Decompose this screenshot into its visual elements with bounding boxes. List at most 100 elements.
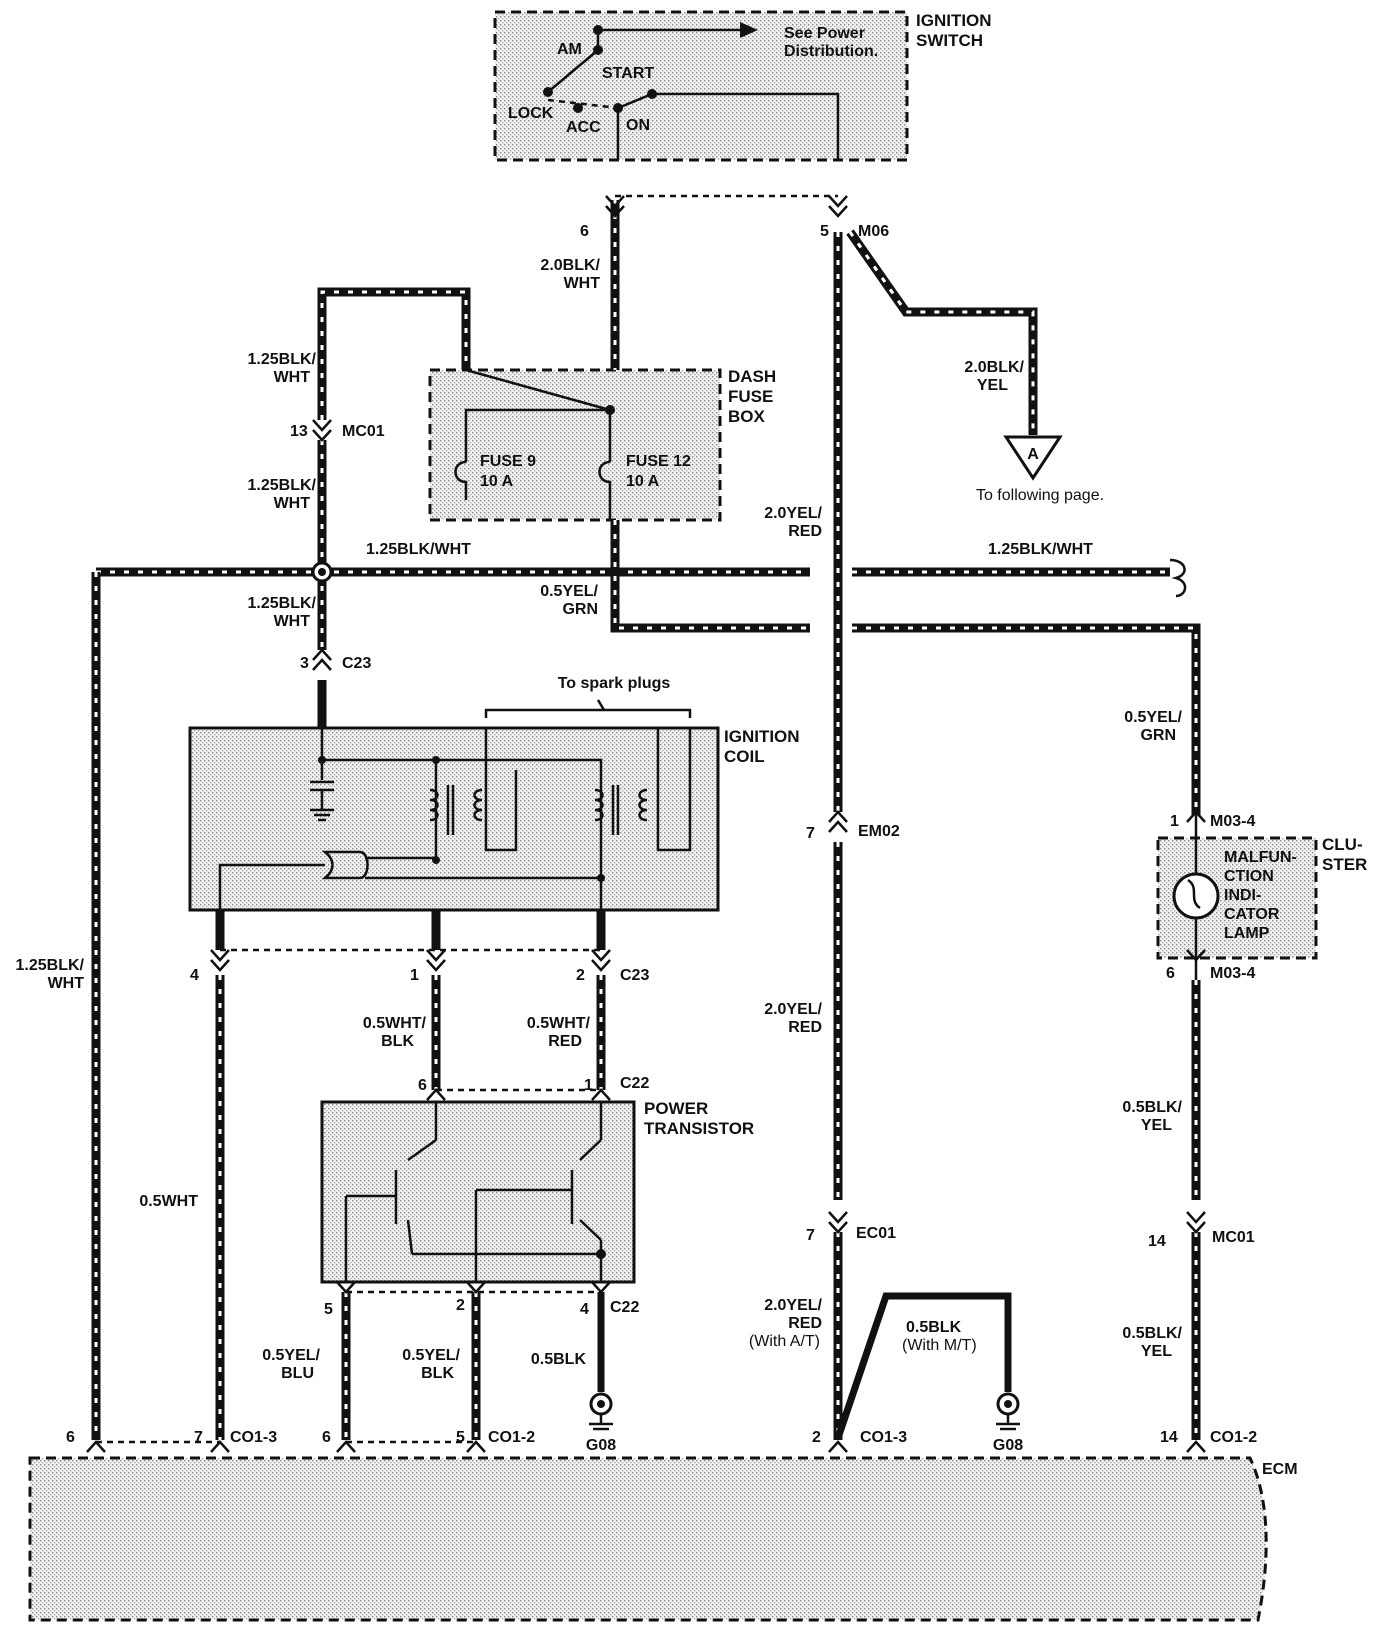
pin-5-c22: 5 [324, 1301, 333, 1318]
wire-05blkyel-a1: 0.5BLK/ [1122, 1099, 1182, 1116]
wire-20yelred-c3: (With A/T) [749, 1333, 820, 1350]
ground-g08-left: G08 [586, 1437, 616, 1454]
spark-plugs-note: To spark plugs [558, 675, 671, 692]
mil-lamp-symbol [1172, 815, 1220, 980]
pin-7-em02: 7 [806, 825, 815, 842]
pin-5-top: 5 [820, 223, 829, 240]
connector-mc01-bottom: MC01 [1212, 1229, 1255, 1246]
pin-2-c22: 2 [456, 1297, 465, 1314]
ignition-switch-contacts [543, 22, 840, 160]
wire-125-d1: 1.25BLK/ [16, 957, 85, 974]
connector-c23-bottom: C23 [620, 967, 649, 984]
coil-internals [218, 699, 692, 910]
connector-c22-top: C22 [620, 1075, 649, 1092]
pin-1-c23: 1 [410, 967, 419, 984]
wire-05yelgrn-a2: GRN [562, 601, 598, 618]
wire-125-a2: WHT [274, 369, 311, 386]
wire-05whtred-1: 0.5WHT/ [527, 1015, 591, 1032]
wire-05blkyel-b2: YEL [1141, 1343, 1172, 1360]
offpage-symbol: A [1027, 446, 1039, 463]
transistor-title-1: POWER [644, 1099, 708, 1118]
pin-2-c23: 2 [576, 967, 585, 984]
pin-6-ecm-b: 6 [322, 1429, 331, 1446]
switch-on: ON [626, 117, 650, 134]
switch-start: START [602, 65, 654, 82]
wire-05yelblk-2: BLK [421, 1365, 454, 1382]
wire-20blkwht-1: 2.0BLK/ [540, 257, 600, 274]
wire-05blk-mt-2: (With M/T) [902, 1337, 977, 1354]
wire-125-c2: WHT [274, 613, 311, 630]
pin-6-m03: 6 [1166, 965, 1175, 982]
wire-125-horizontal-2: 1.25BLK/WHT [988, 541, 1093, 558]
connector-m03-4-top: M03-4 [1210, 813, 1255, 830]
connector-m06: M06 [858, 223, 889, 240]
connector-ec01: EC01 [856, 1225, 896, 1242]
fuse9-label-2: 10 A [480, 473, 514, 490]
wire-20yelred-a1: 2.0YEL/ [764, 505, 822, 522]
ground-symbol-right [996, 1392, 1020, 1431]
wire-05yelgrn-b1: 0.5YEL/ [1124, 709, 1182, 726]
coil-title-2: COIL [724, 747, 765, 766]
wire-05whtred-2: RED [548, 1033, 582, 1050]
connector-co1-2-left: CO1-2 [488, 1429, 535, 1446]
ground-g08-right: G08 [993, 1437, 1023, 1454]
ecm-box [28, 1456, 1268, 1622]
transistor-internals [344, 1102, 606, 1282]
wire-20yelred-b1: 2.0YEL/ [764, 1001, 822, 1018]
pin-6-c22: 6 [418, 1077, 427, 1094]
wire-20yelred-a2: RED [788, 523, 822, 540]
power-note-2: Distribution. [784, 43, 878, 60]
connector-co1-2-right: CO1-2 [1210, 1429, 1257, 1446]
pin-6-top: 6 [580, 223, 589, 240]
ground-symbol-left [589, 1392, 613, 1431]
wire-125-a1: 1.25BLK/ [248, 351, 317, 368]
connector-em02: EM02 [858, 823, 900, 840]
ignition-switch-title-2: SWITCH [916, 31, 983, 50]
pin-1-c22: 1 [584, 1077, 593, 1094]
fusebox-title-1: DASH [728, 367, 776, 386]
fuse-internals [454, 368, 615, 520]
cluster-title-2: STER [1322, 855, 1367, 874]
transistor-title-2: TRANSISTOR [644, 1119, 754, 1138]
wire-05yelblu-1: 0.5YEL/ [262, 1347, 320, 1364]
wire-05blk-mt-1: 0.5BLK [906, 1319, 962, 1336]
wire-20yelred-c1: 2.0YEL/ [764, 1297, 822, 1314]
connector-symbols [86, 194, 1206, 1453]
wire-05yelblk-1: 0.5YEL/ [402, 1347, 460, 1364]
wire-20blkwht-2: WHT [564, 275, 601, 292]
wire-125-horizontal-1: 1.25BLK/WHT [366, 541, 471, 558]
dash-fuse-box [428, 368, 722, 522]
fusebox-title-3: BOX [728, 407, 766, 426]
wire-05yelgrn-b2: GRN [1140, 727, 1176, 744]
power-transistor-box [320, 1100, 636, 1284]
fuse12-label-2: 10 A [626, 473, 660, 490]
switch-acc: ACC [566, 119, 601, 136]
connector-co1-3-left: CO1-3 [230, 1429, 277, 1446]
connector-mc01-top: MC01 [342, 423, 385, 440]
wire-05wht: 0.5WHT [139, 1193, 198, 1210]
pin-4-c22: 4 [580, 1301, 589, 1318]
pin-14-mc01: 14 [1148, 1233, 1166, 1250]
fuse12-label-1: FUSE 12 [626, 453, 691, 470]
pin-5-ecm: 5 [456, 1429, 465, 1446]
pin-2-ecm: 2 [812, 1429, 821, 1446]
wire-20yelred-b2: RED [788, 1019, 822, 1036]
wire-05yelblu-2: BLU [281, 1365, 314, 1382]
power-note-1: See Power [784, 25, 865, 42]
wire-20blkyel-2: YEL [977, 377, 1008, 394]
switch-lock: LOCK [508, 105, 554, 122]
wire-05blk: 0.5BLK [531, 1351, 587, 1368]
pin-14-ecm: 14 [1160, 1429, 1178, 1446]
wire-05whtblk-2: BLK [381, 1033, 414, 1050]
ecm-title: ECM [1262, 1461, 1298, 1478]
wire-05blkyel-a2: YEL [1141, 1117, 1172, 1134]
wire-05whtblk-1: 0.5WHT/ [363, 1015, 427, 1032]
cluster-title-1: CLU- [1322, 835, 1363, 854]
pin-1-m03: 1 [1170, 813, 1179, 830]
connector-m03-4-bottom: M03-4 [1210, 965, 1255, 982]
pin-4-c23: 4 [190, 967, 199, 984]
switch-am: AM [557, 41, 582, 58]
harness-wires [91, 200, 1201, 1440]
pin-7-ecm: 7 [194, 1429, 203, 1446]
